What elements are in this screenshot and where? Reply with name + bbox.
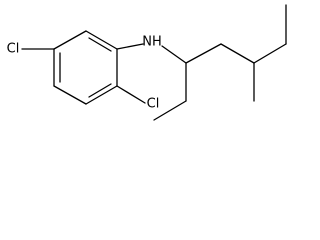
chain-bond bbox=[185, 43, 222, 64]
atom-label-nh: NH bbox=[142, 35, 162, 50]
chain-bond bbox=[153, 100, 187, 121]
ring-bond bbox=[53, 30, 87, 50]
bond-n-ch bbox=[161, 45, 187, 64]
atom-label-cl-left: Cl bbox=[7, 42, 20, 57]
atom-label-cl-bottom: Cl bbox=[147, 97, 160, 112]
ring-bond bbox=[85, 30, 118, 50]
chain-bond bbox=[253, 43, 287, 64]
bond-ring-cl-bottom bbox=[116, 85, 146, 104]
chain-bond bbox=[220, 43, 255, 64]
ring-bond bbox=[53, 85, 87, 105]
structure-canvas: Cl NH Cl bbox=[7, 4, 287, 121]
ring-double-bond bbox=[88, 37, 112, 52]
benzene-ring bbox=[53, 30, 118, 105]
bond-ring-nh bbox=[116, 43, 144, 50]
ring-bond bbox=[85, 85, 118, 105]
alkyl-chain bbox=[153, 4, 287, 121]
ring-double-bond bbox=[88, 83, 112, 98]
